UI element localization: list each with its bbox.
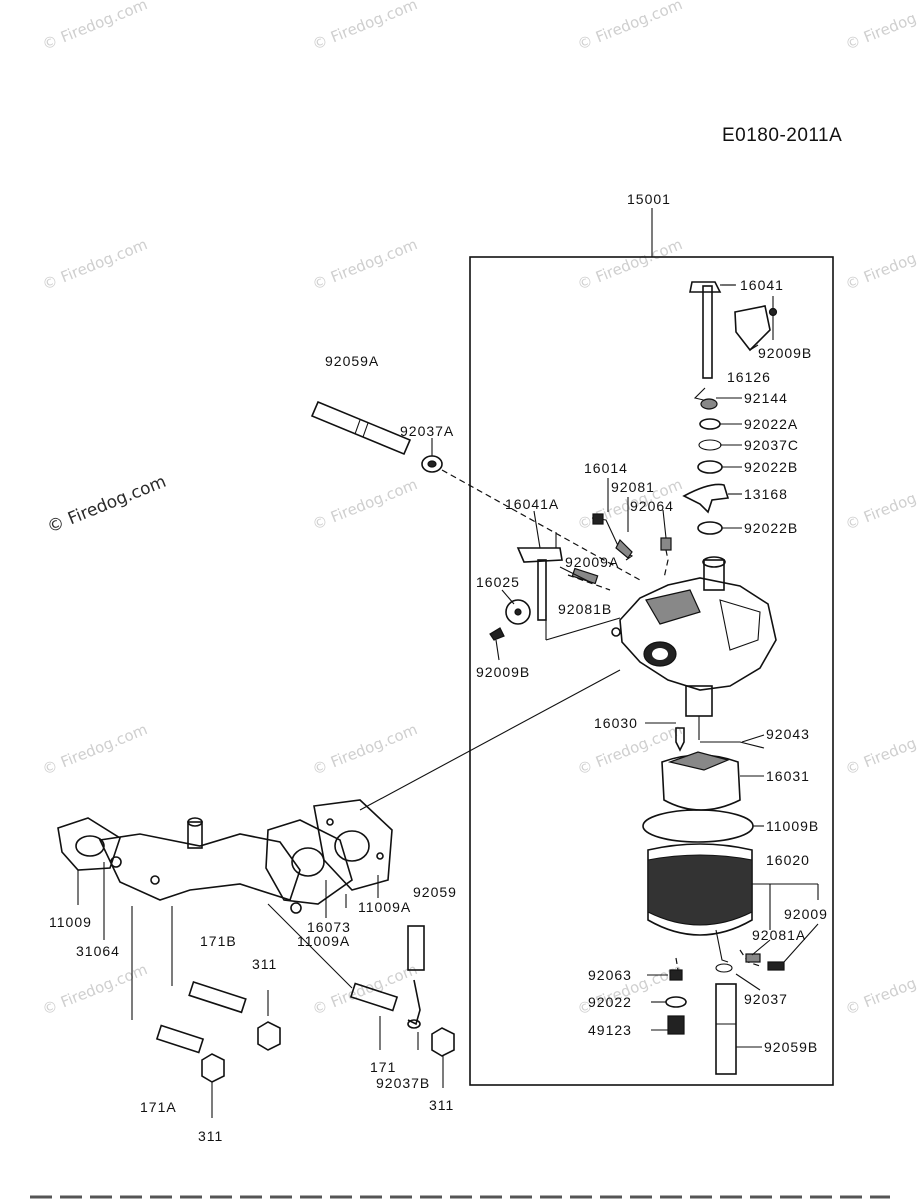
part-label: 92009A <box>565 554 619 570</box>
part-label: 13168 <box>744 486 788 502</box>
part-label: 11009B <box>766 818 819 834</box>
watermark: © Firedog.com <box>310 235 420 293</box>
part-label: 171 <box>370 1059 396 1075</box>
part-label: 16020 <box>766 852 810 868</box>
part-label: 15001 <box>627 191 671 207</box>
part-label: 92037A <box>400 423 454 439</box>
part-label: 11009A <box>297 933 350 949</box>
carburetor-body <box>611 556 777 740</box>
part-label: 92081A <box>752 927 806 943</box>
part-label: 311 <box>429 1097 454 1113</box>
part-label: 92059 <box>413 884 457 900</box>
part-label: 171B <box>200 933 237 949</box>
part-label: 92022A <box>744 416 798 432</box>
part-label: 92059B <box>764 1039 818 1055</box>
part-labels: 15001 16041 92009B 16126 92144 92022A 92… <box>49 191 828 1144</box>
part-label: 92037C <box>744 437 799 453</box>
carburetor-assembly-box <box>469 208 834 1086</box>
part-label: 16014 <box>584 460 628 476</box>
part-label: 92022B <box>744 459 798 475</box>
watermark: © Firedog.com <box>575 235 685 293</box>
diagram-code: E0180-2011A <box>722 125 842 146</box>
part-label: 311 <box>252 956 277 972</box>
part-label: 92043 <box>766 726 810 742</box>
watermark-large: © Firedog.com <box>44 472 169 538</box>
watermark: © Firedog.com <box>575 0 685 54</box>
watermark: © Firedog.com <box>843 960 917 1018</box>
part-label: 92009 <box>784 906 828 922</box>
throttle-parts <box>489 513 672 641</box>
watermark: © Firedog.com <box>40 0 150 54</box>
part-label: 171A <box>140 1099 177 1115</box>
part-label: 92037B <box>376 1075 430 1091</box>
part-label: 16031 <box>766 768 810 784</box>
part-label: 92081 <box>611 479 655 495</box>
watermark: © Firedog.com <box>40 235 150 293</box>
part-label: 92037 <box>744 991 788 1007</box>
part-label: 16030 <box>594 715 638 731</box>
part-label: 31064 <box>76 943 120 959</box>
watermark: © Firedog.com <box>310 960 420 1018</box>
leader-lines <box>77 284 819 1048</box>
intake-manifold <box>57 669 621 914</box>
watermark: © Firedog.com <box>310 0 420 54</box>
watermark: © Firedog.com <box>310 475 420 533</box>
spring-and-washers <box>682 387 730 535</box>
part-label: 92022B <box>744 520 798 536</box>
watermark: © Firedog.com <box>40 960 150 1018</box>
studs-and-nuts <box>131 903 455 1118</box>
part-label: 16041A <box>505 496 559 512</box>
part-label: 11009 <box>49 914 92 930</box>
watermark: © Firedog.com <box>843 720 917 778</box>
part-label: 92064 <box>630 498 674 514</box>
choke-shaft <box>689 281 778 379</box>
part-label: 92063 <box>588 967 632 983</box>
intake-pipe <box>310 400 641 581</box>
part-label: 92009B <box>476 664 530 680</box>
part-label: 11009A <box>358 899 411 915</box>
watermark: © Firedog.com <box>40 720 150 778</box>
watermark: © Firedog.com <box>843 235 917 293</box>
part-label: 92144 <box>744 390 788 406</box>
part-label: 16126 <box>727 369 771 385</box>
watermark: © Firedog.com <box>843 475 917 533</box>
part-label: 92059A <box>325 353 379 369</box>
part-label: 311 <box>198 1128 223 1144</box>
watermark: © Firedog.com <box>843 0 917 54</box>
part-label: 92009B <box>758 345 812 361</box>
part-label: 92022 <box>588 994 632 1010</box>
part-label: 92081B <box>558 601 612 617</box>
float-assembly <box>642 727 785 1075</box>
part-label: 16073 <box>307 919 351 935</box>
part-label: 16025 <box>476 574 520 590</box>
part-label: 49123 <box>588 1022 632 1038</box>
part-label: 16041 <box>740 277 784 293</box>
watermark: © Firedog.com <box>310 720 420 778</box>
